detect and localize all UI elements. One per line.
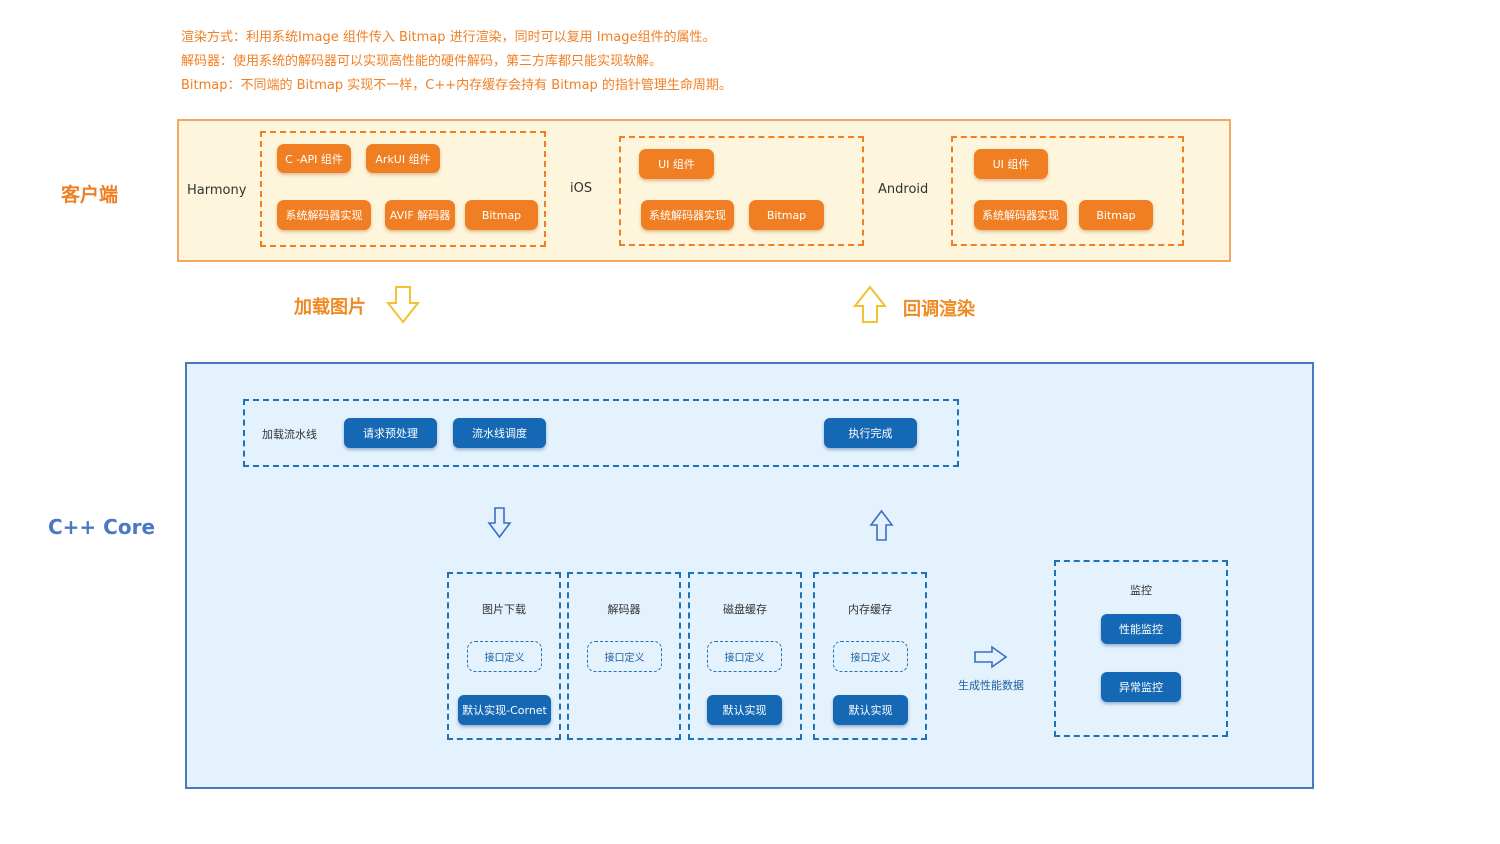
harmony-capi-component[interactable]: C -API 组件 bbox=[277, 144, 351, 173]
module-disk-cache-title: 磁盘缓存 bbox=[723, 603, 767, 616]
module-decoder-title: 解码器 bbox=[607, 603, 641, 616]
module-decoder-interface[interactable]: 接口定义 bbox=[587, 641, 662, 672]
execution-complete-button[interactable]: 执行完成 bbox=[824, 418, 917, 448]
ios-ui-component[interactable]: UI 组件 bbox=[639, 149, 714, 179]
module-disk-cache-interface[interactable]: 接口定义 bbox=[707, 641, 782, 672]
arrow-up-icon bbox=[852, 285, 888, 323]
android-label: Android bbox=[878, 182, 929, 197]
android-system-decoder[interactable]: 系统解码器实现 bbox=[974, 200, 1067, 230]
module-image-download bbox=[447, 572, 561, 740]
exception-monitor-button[interactable]: 异常监控 bbox=[1101, 672, 1181, 702]
generate-perf-data-label: 生成性能数据 bbox=[958, 679, 1024, 692]
harmony-system-decoder[interactable]: 系统解码器实现 bbox=[277, 200, 371, 230]
android-bitmap[interactable]: Bitmap bbox=[1079, 200, 1153, 230]
request-preprocess-button[interactable]: 请求预处理 bbox=[344, 418, 437, 448]
module-image-download-title: 图片下载 bbox=[482, 603, 526, 616]
ios-group bbox=[619, 136, 864, 246]
performance-monitor-button[interactable]: 性能监控 bbox=[1101, 614, 1181, 644]
ios-label: iOS bbox=[570, 181, 593, 196]
harmony-label: Harmony bbox=[187, 183, 247, 198]
core-label: C++ Core bbox=[48, 515, 156, 539]
module-memory-cache-interface[interactable]: 接口定义 bbox=[833, 641, 908, 672]
android-ui-component[interactable]: UI 组件 bbox=[974, 149, 1048, 179]
module-memory-cache-title: 内存缓存 bbox=[848, 603, 892, 616]
client-label: 客户端 bbox=[61, 184, 119, 206]
module-memory-cache bbox=[813, 572, 927, 740]
ios-system-decoder[interactable]: 系统解码器实现 bbox=[641, 200, 734, 230]
monitor-group bbox=[1054, 560, 1228, 737]
arrow-down-icon bbox=[487, 507, 512, 539]
pipeline-label: 加载流水线 bbox=[262, 428, 317, 441]
arrow-right-icon bbox=[974, 645, 1008, 669]
callback-render-label: 回调渲染 bbox=[903, 299, 975, 320]
module-disk-cache-default-impl[interactable]: 默认实现 bbox=[707, 695, 782, 725]
module-decoder bbox=[567, 572, 681, 740]
note-render: 渲染方式：利用系统Image 组件传入 Bitmap 进行渲染，同时可以复用 I… bbox=[181, 30, 716, 45]
harmony-avif-decoder[interactable]: AVIF 解码器 bbox=[385, 200, 455, 230]
client-container bbox=[177, 119, 1231, 262]
pipeline-schedule-button[interactable]: 流水线调度 bbox=[453, 418, 546, 448]
module-image-download-interface[interactable]: 接口定义 bbox=[467, 641, 542, 672]
android-group bbox=[951, 136, 1184, 246]
arrow-up-icon bbox=[869, 509, 894, 541]
harmony-bitmap[interactable]: Bitmap bbox=[465, 200, 538, 230]
load-image-label: 加载图片 bbox=[294, 297, 366, 318]
module-disk-cache bbox=[688, 572, 802, 740]
monitor-title: 监控 bbox=[1130, 584, 1152, 597]
pipeline-group bbox=[243, 399, 959, 467]
ios-bitmap[interactable]: Bitmap bbox=[749, 200, 824, 230]
note-bitmap: Bitmap：不同端的 Bitmap 实现不一样，C++内存缓存会持有 Bitm… bbox=[181, 78, 732, 93]
arrow-down-icon bbox=[385, 286, 421, 324]
harmony-group bbox=[260, 131, 546, 247]
harmony-arkui-component[interactable]: ArkUI 组件 bbox=[366, 144, 440, 173]
module-image-download-default-impl[interactable]: 默认实现-Cornet bbox=[458, 695, 551, 725]
note-decoder: 解码器：使用系统的解码器可以实现高性能的硬件解码，第三方库都只能实现软解。 bbox=[181, 54, 663, 69]
module-memory-cache-default-impl[interactable]: 默认实现 bbox=[833, 695, 908, 725]
